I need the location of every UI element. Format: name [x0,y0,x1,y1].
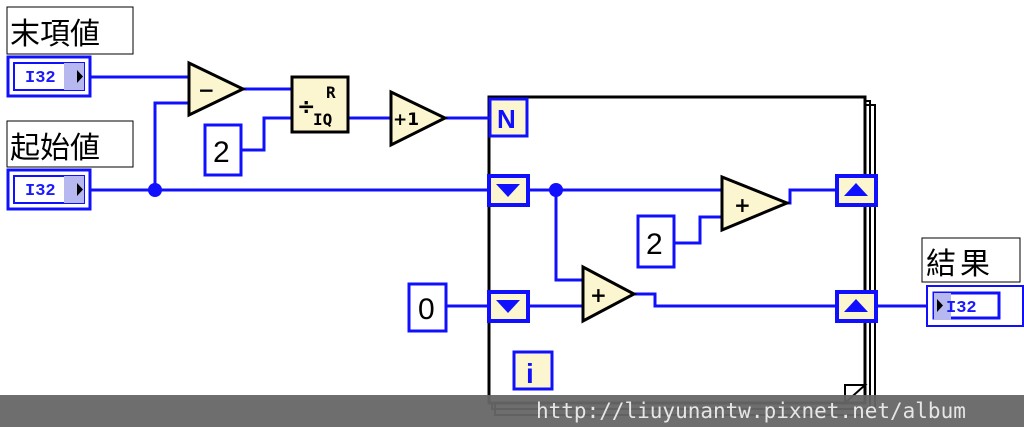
shift-register-right-1[interactable] [835,174,878,207]
svg-text:起始値: 起始値 [10,131,100,166]
increment-function[interactable]: +1 [389,89,449,148]
svg-text:R: R [326,83,336,102]
end-value-label: 末項値 [6,6,134,55]
output-arrow-icon [77,70,83,83]
svg-text:結果: 結果 [926,247,994,282]
start-value-label: 起始値 [6,120,134,168]
quotient-remainder-function[interactable]: ÷ R IQ [290,75,350,134]
svg-text:I32: I32 [25,182,56,201]
svg-text:+: + [590,283,607,307]
output-arrow-icon [77,183,83,196]
step-constant[interactable]: 2 [636,214,676,269]
svg-text:+: + [734,193,751,217]
subtract-function[interactable]: − [187,60,247,118]
initial-sum-constant[interactable]: 0 [407,282,448,333]
loop-count-terminal[interactable]: N [488,97,529,138]
wire-junction [148,183,162,197]
svg-text:+1: +1 [393,110,419,130]
down-arrow-icon [496,300,520,313]
end-value-control-terminal[interactable]: I32 [6,55,92,98]
up-arrow-icon [844,183,868,196]
wire-junction [549,183,563,197]
svg-text:0: 0 [418,293,435,326]
add-function-step[interactable]: + [720,174,791,233]
divisor-constant[interactable]: 2 [203,123,243,177]
shift-register-left-2[interactable] [487,290,530,323]
svg-text:−: − [198,78,215,102]
input-arrow-icon [937,299,943,312]
shift-register-right-2[interactable] [835,290,878,323]
iteration-terminal[interactable]: i [512,350,554,391]
svg-text:÷: ÷ [297,95,315,120]
svg-text:I32: I32 [946,299,977,318]
svg-text:IQ: IQ [313,110,332,129]
svg-text:i: i [526,358,534,389]
watermark-text: http://liuyunantw.pixnet.net/album [536,399,966,423]
start-value-control-terminal[interactable]: I32 [6,168,92,211]
result-label: 結果 [921,237,1021,283]
svg-text:2: 2 [646,228,663,261]
watermark-bar [0,395,1024,427]
svg-text:末項値: 末項値 [10,17,100,52]
down-arrow-icon [496,184,520,197]
shift-register-left-1[interactable] [487,174,530,207]
svg-text:N: N [497,104,516,134]
svg-text:I32: I32 [25,69,56,88]
add-function-sum[interactable]: + [581,264,638,324]
svg-text:2: 2 [213,136,230,169]
up-arrow-icon [844,299,868,312]
result-indicator-terminal[interactable]: I32 [926,285,1024,327]
